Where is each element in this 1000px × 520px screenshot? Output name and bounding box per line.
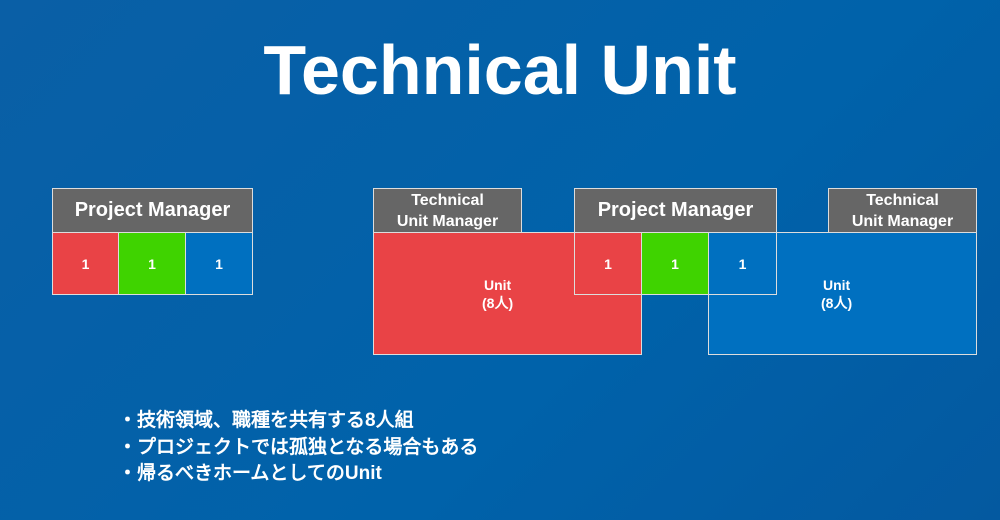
bullet-item: ・プロジェクトでは孤独となる場合もある <box>118 436 479 458</box>
bullet-item: ・技術領域、職種を共有する8人組 <box>118 410 414 431</box>
member-red: 1 <box>574 232 642 295</box>
member-blue: 1 <box>708 232 777 295</box>
left-member-green: 1 <box>118 232 186 295</box>
slide-title: Technical Unit <box>263 31 737 109</box>
right-technical-unit-manager-box: Technical Unit Manager <box>828 188 977 233</box>
left-member-blue: 1 <box>185 232 253 295</box>
left-technical-unit-manager-box: Technical Unit Manager <box>373 188 522 233</box>
project-manager-box: Project Manager <box>574 188 777 233</box>
left-project-manager-box: Project Manager <box>52 188 253 233</box>
bullet-list: ・技術領域、職種を共有する8人組 ・プロジェクトでは孤独となる場合もある ・帰る… <box>118 408 478 488</box>
member-green: 1 <box>641 232 709 295</box>
left-member-red: 1 <box>52 232 119 295</box>
bullet-item: ・帰るべきホームとしてのUnit <box>118 463 382 484</box>
